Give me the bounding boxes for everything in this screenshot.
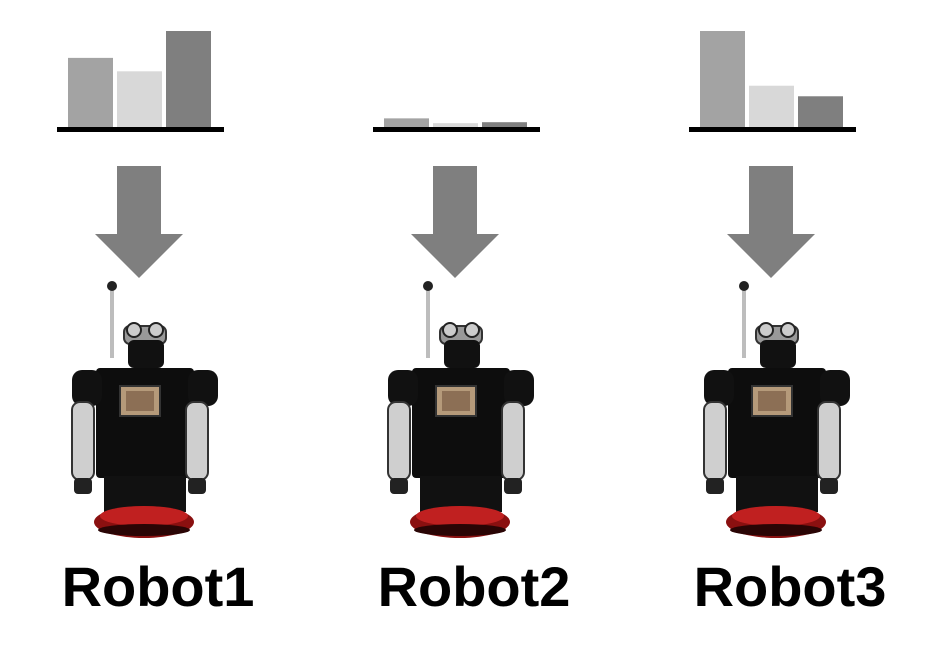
robot-part [188,370,218,406]
robot-label: Robot1 [61,555,255,618]
down-arrow-icon [95,166,183,278]
robot-part [504,370,534,406]
bar-3 [482,122,527,127]
robot-part [126,391,154,411]
robot-part [414,524,506,536]
robot-part [74,478,92,494]
bar-3 [166,31,211,127]
robot-part [72,370,102,406]
robot-part [126,322,142,338]
robot-part [100,506,188,526]
mini-bar-chart [57,31,224,132]
robot-part [817,401,841,481]
bar-1 [700,31,745,127]
robot-part [71,401,95,481]
robot-part [416,506,504,526]
robot-part [444,340,480,368]
bar-3 [798,96,843,127]
robot-part [730,524,822,536]
robot-part [501,401,525,481]
robot-icon [71,281,218,538]
robot-column-3: Robot3 [632,0,948,666]
robot-part [728,368,826,478]
mini-bar-chart [689,31,856,132]
robot-part [464,322,480,338]
robot-part [442,322,458,338]
chart-baseline [57,127,224,132]
robot-part [423,281,433,291]
bar-1 [68,57,113,127]
robot-part [758,322,774,338]
robot-column-2: Robot2 [316,0,632,666]
robot-part [390,478,408,494]
robot-part [442,391,470,411]
robot-part [758,391,786,411]
robot-part [107,281,117,291]
mini-bar-chart [373,118,540,132]
robot-part [732,506,820,526]
down-arrow-icon [411,166,499,278]
robot-part [128,340,164,368]
robot-column-1: Robot1 [0,0,316,666]
robot-part [706,478,724,494]
robot-part [412,368,510,478]
robot-part [736,476,818,512]
robot-part [96,368,194,478]
robot-part [148,322,164,338]
robot-part [820,478,838,494]
robot-icon [703,281,850,538]
robot-part [388,370,418,406]
robot-part [104,476,186,512]
robot-part [188,478,206,494]
robot-part [185,401,209,481]
robot-label: Robot3 [693,555,887,618]
bar-2 [749,85,794,127]
robot-part [739,281,749,291]
chart-baseline [689,127,856,132]
bar-2 [117,71,162,127]
bar-1 [384,118,429,127]
robot-part [387,401,411,481]
robot-part [760,340,796,368]
chart-baseline [373,127,540,132]
robot-label: Robot2 [377,555,571,618]
robot-part [703,401,727,481]
robot-part [820,370,850,406]
robot-part [780,322,796,338]
robot-part [98,524,190,536]
robot-part [704,370,734,406]
robot-icon [387,281,534,538]
bar-2 [433,123,478,127]
robot-part [420,476,502,512]
down-arrow-icon [727,166,815,278]
robot-part [504,478,522,494]
